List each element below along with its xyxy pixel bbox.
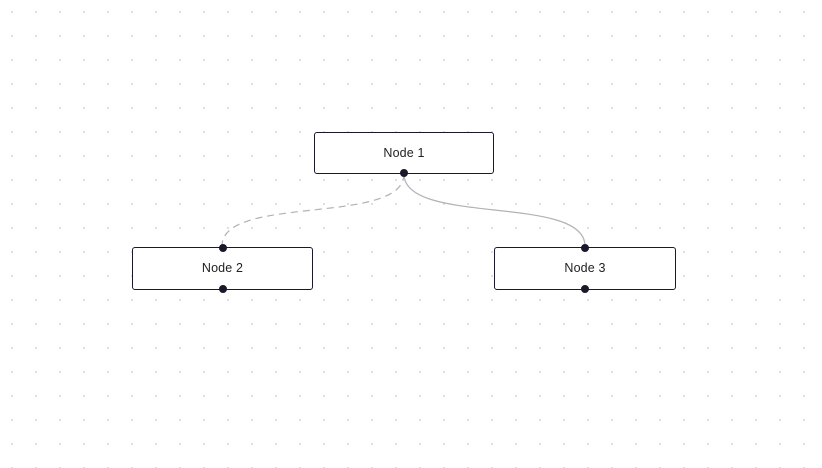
handle-bottom-node-1[interactable]	[400, 169, 408, 177]
node-label-node-3: Node 3	[564, 261, 606, 276]
flow-node-node-1[interactable]: Node 1	[314, 132, 494, 177]
node-label-node-2: Node 2	[201, 261, 244, 276]
flow-node-node-2[interactable]: Node 2	[132, 244, 313, 293]
node-label-node-1: Node 1	[383, 145, 425, 160]
handle-bottom-node-2[interactable]	[218, 285, 227, 293]
handle-bottom-node-3[interactable]	[581, 285, 589, 293]
handle-top-node-2[interactable]	[218, 244, 227, 252]
handle-top-node-3[interactable]	[581, 244, 589, 252]
flow-node-node-3[interactable]: Node 3	[494, 244, 676, 293]
